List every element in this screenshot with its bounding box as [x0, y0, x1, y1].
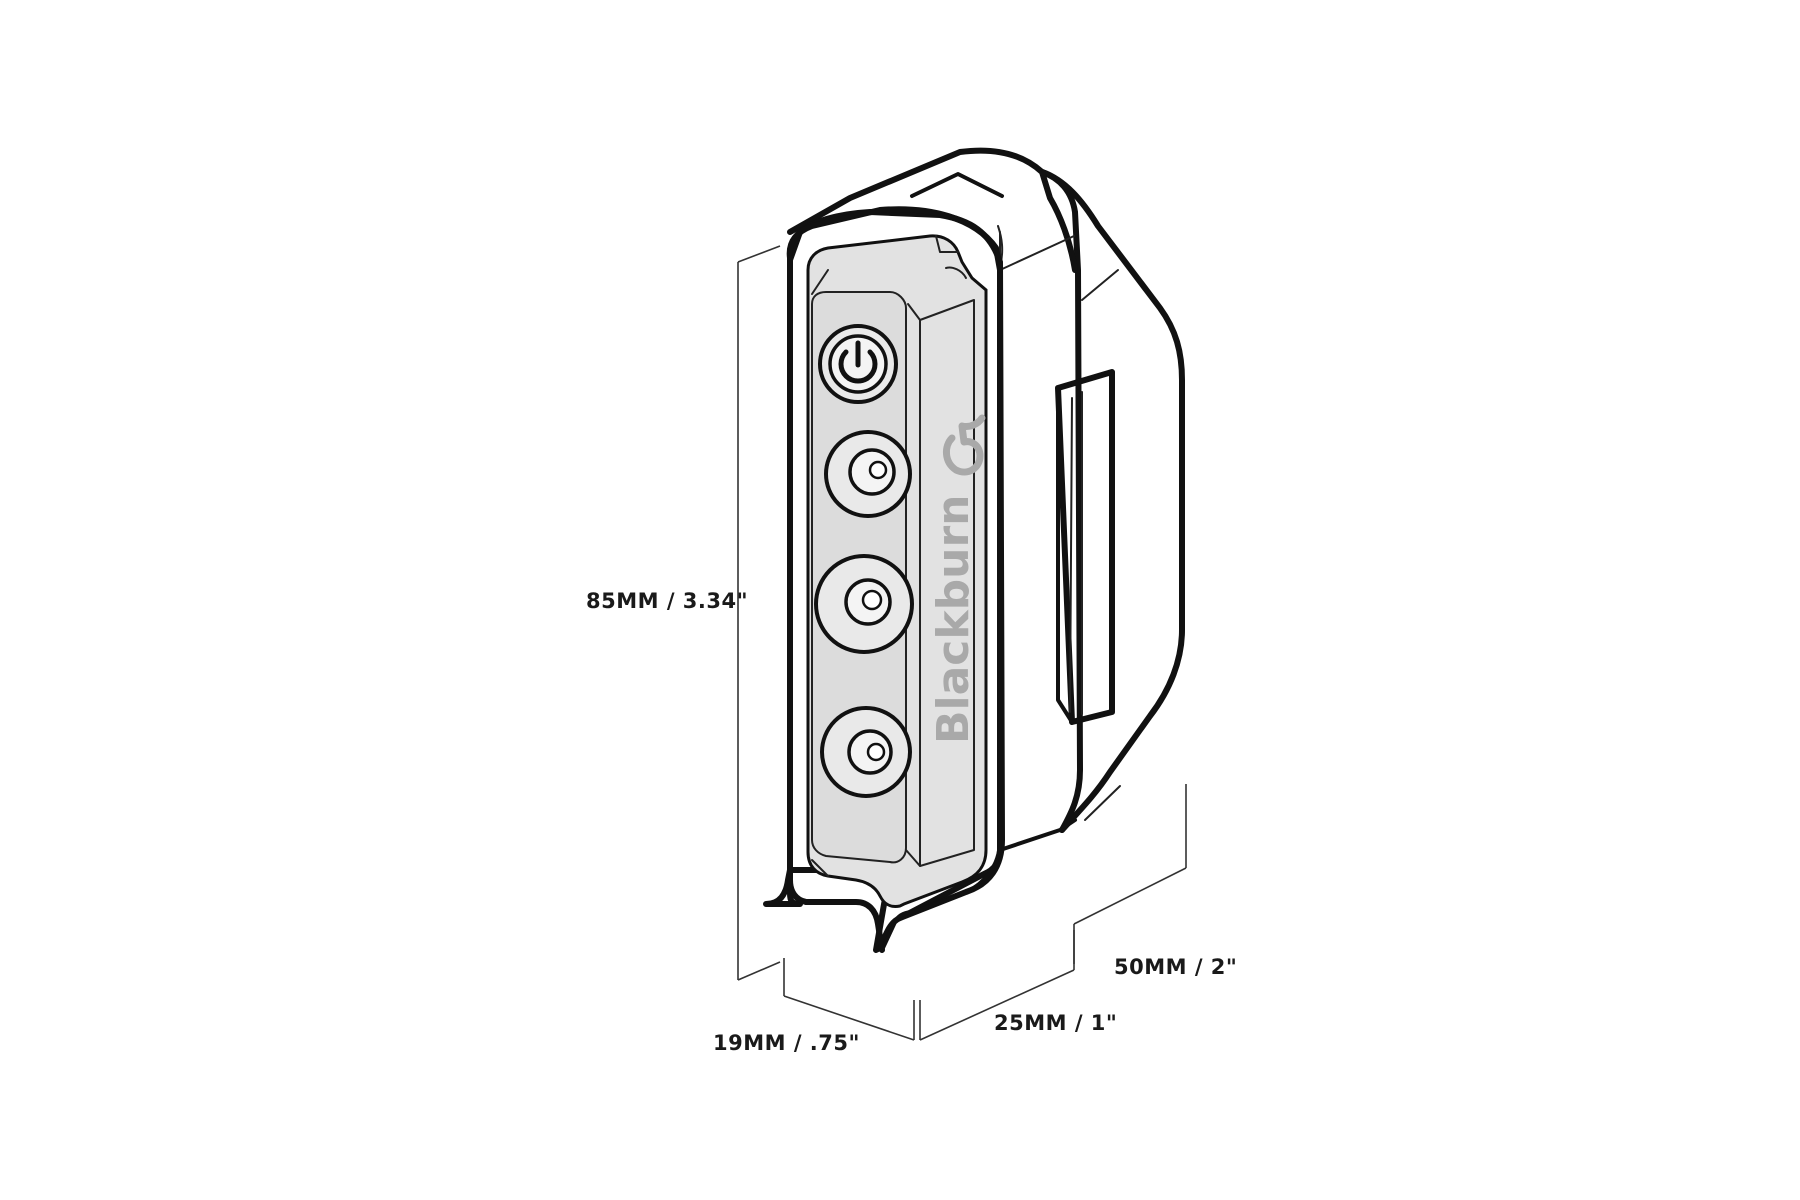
brand-logo-icon — [943, 414, 986, 476]
mode-button-icon — [868, 460, 888, 480]
mode-button-2[interactable] — [814, 554, 914, 654]
strap-clip — [1055, 369, 1115, 725]
front-depth-dimension-label: 19MM / .75" — [713, 1031, 860, 1055]
power-icon — [838, 340, 878, 384]
power-button[interactable] — [818, 324, 898, 404]
mode-button-icon — [866, 742, 886, 762]
mount-depth-dimension-label: 50MM / 2" — [1114, 955, 1237, 979]
mode-button-icon — [861, 589, 883, 611]
front-depth-dimension-line — [783, 958, 915, 1041]
mount-depth-dimension-line — [1073, 784, 1187, 964]
body-depth-dimension-label: 25MM / 1" — [994, 1011, 1117, 1035]
mode-button-1[interactable] — [824, 430, 912, 518]
mode-button-3[interactable] — [820, 706, 912, 798]
height-dimension-line — [737, 245, 781, 981]
rear-mount — [1039, 169, 1185, 833]
brand-wordmark: Blackburn — [928, 495, 979, 745]
height-dimension-label: 85MM / 3.34" — [586, 589, 748, 613]
front-face — [763, 206, 1005, 953]
